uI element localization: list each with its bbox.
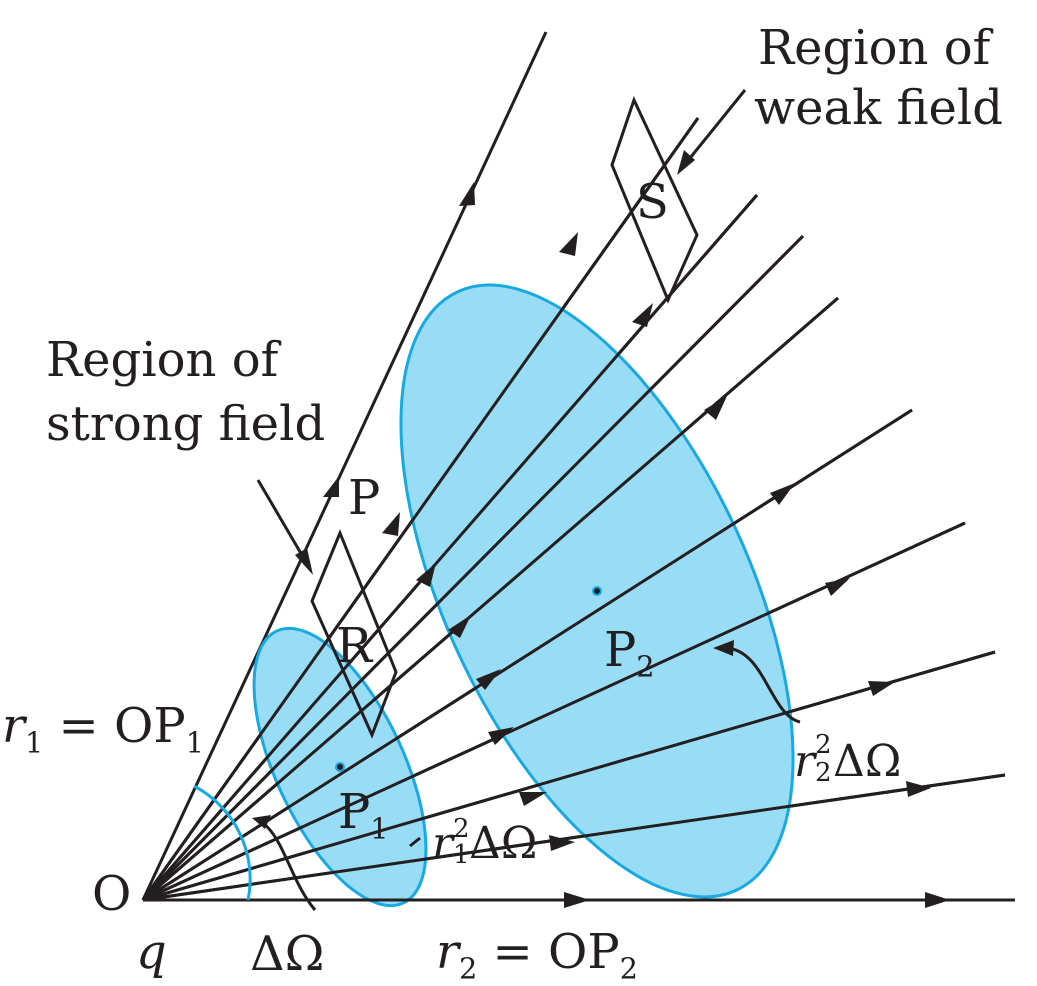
arrowhead [382,512,400,536]
arrowhead [704,396,727,420]
p1-letter: P [338,784,371,840]
solid-angle-leader [261,820,317,911]
arrowhead [476,669,501,690]
arrowhead [564,892,590,908]
weak-field-leader [684,89,747,164]
arrowhead [323,476,339,497]
r2-area-leader [725,646,801,724]
r2-subscript: 2 [458,951,478,986]
r1-subscript: 1 [24,725,44,760]
p2-label: P2 [604,622,655,681]
arrowhead [549,835,575,851]
area2-r: r [794,736,816,787]
area1-sub: 1 [453,840,470,870]
leaders [256,89,801,911]
origin-label: O [92,866,132,922]
charge-label: q [136,924,167,980]
r1-rhs-subscript: 1 [185,725,204,760]
area1-tail: ΔΩ [469,818,538,869]
area1-sup: 2 [453,814,470,844]
area2-sup: 2 [815,730,832,760]
region-s-parallelogram [610,95,699,304]
p1-dot [335,762,345,772]
p2-letter: P [604,622,637,678]
arrowhead [925,892,950,908]
r1-rhs: = OP [43,698,186,754]
arrowhead [448,615,471,638]
arrowhead [868,681,895,696]
r1-equation: r1 = OP1 [2,698,204,757]
area1-r: r [432,818,454,869]
region-r-parallelogram [310,529,398,739]
r2-equation: r2 = OP2 [436,924,638,983]
arrowhead [488,727,514,745]
area2-tail: ΔΩ [833,736,902,787]
leader-heads [252,150,734,829]
p1-label: P1 [338,784,389,843]
point-r-label: R [336,618,373,674]
weak-field-label-line2: weak field [754,80,1003,136]
arrowhead [459,182,475,206]
r1-area-leader [409,836,421,848]
arrowhead [559,232,578,256]
arrowhead [825,578,850,596]
arrowhead [770,483,795,505]
arrowheads [323,182,950,908]
weak-field-label-line1: Region of [758,20,991,76]
strong-field-leader [256,479,308,563]
r2-rhs-subscript: 2 [619,951,638,986]
r2-symbol: r [436,924,459,980]
arrowhead [519,792,547,806]
arrowhead [906,781,931,797]
p2-dot [592,586,602,596]
p2-subscript: 2 [636,649,655,684]
point-s-label: S [636,174,669,230]
solid-angle-label: ΔΩ [250,926,325,982]
r2-rhs: = OP [477,924,620,980]
arrowhead [416,563,436,587]
arrowhead [632,303,653,327]
area2-sub: 2 [815,758,832,788]
solid-angle-arc [193,784,252,901]
field-line [141,31,548,901]
r1-symbol: r [2,698,25,754]
strong-field-label-line2: strong field [46,396,326,452]
point-p-label: P [348,470,381,526]
p1-subscript: 1 [370,811,389,846]
strong-field-label-line1: Region of [46,332,279,388]
